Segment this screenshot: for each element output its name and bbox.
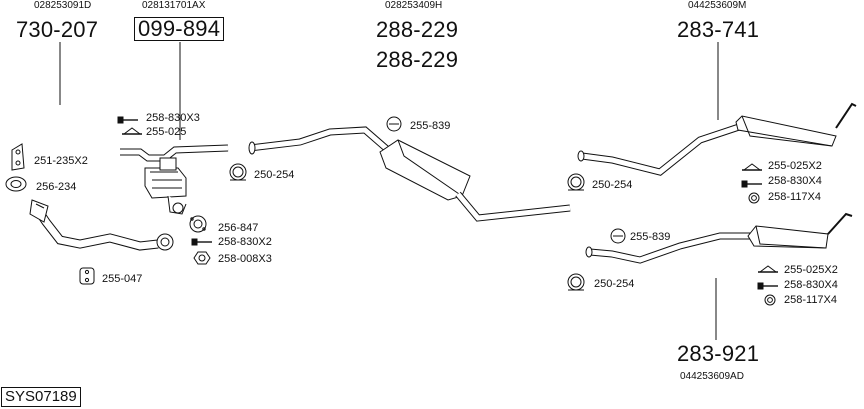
bolt-258-830x4-b-icon bbox=[757, 282, 778, 290]
bolt-258-830x3-icon bbox=[117, 116, 138, 124]
front-pipe-ref: 028253091D bbox=[34, 0, 92, 11]
part-258-830x3: 258-830X3 bbox=[146, 112, 200, 124]
rear-silencer-upper-ref: 044253609M bbox=[688, 0, 747, 11]
clamp-250-254-b-icon bbox=[567, 173, 585, 191]
catalyst-drawing bbox=[120, 144, 229, 215]
bolt-258-830x4-a-icon bbox=[741, 180, 762, 188]
nut-258-008x3-icon bbox=[193, 251, 211, 265]
part-258-830x4-b: 258-830X4 bbox=[784, 279, 838, 291]
rear-silencer-upper-drawing bbox=[577, 102, 857, 176]
middle-silencer-drawing bbox=[248, 126, 571, 222]
part-256-847: 256-847 bbox=[218, 222, 259, 234]
part-251-235x2: 251-235X2 bbox=[34, 155, 88, 167]
clamp-250-254-a-icon bbox=[229, 163, 247, 181]
rear-silencer-lower-number: 283-921 bbox=[677, 341, 760, 366]
hanger-255-025x2-a-icon bbox=[742, 163, 762, 171]
middle-silencer-number-1: 288-229 bbox=[376, 17, 459, 42]
bracket-251-235x2-icon bbox=[11, 143, 25, 171]
part-255-047: 255-047 bbox=[102, 273, 143, 285]
part-255-025x2-b: 255-025X2 bbox=[784, 264, 838, 276]
rubber-ring-255-839-b-icon bbox=[610, 228, 626, 244]
middle-silencer-number-2: 288-229 bbox=[376, 47, 459, 72]
front-pipe-number: 730-207 bbox=[16, 17, 99, 42]
bolt-258-830x2-icon bbox=[191, 238, 212, 246]
part-250-254-b: 250-254 bbox=[592, 179, 633, 191]
rear-silencer-upper-number: 283-741 bbox=[677, 17, 760, 42]
part-258-117x4-b: 258-117X4 bbox=[784, 294, 838, 306]
part-256-234: 256-234 bbox=[36, 181, 77, 193]
gasket-256-847-icon bbox=[189, 215, 207, 233]
rubber-mount-255-047-icon bbox=[79, 267, 95, 285]
catalyst-ref: 028131701AX bbox=[142, 0, 206, 11]
part-258-117x4-a: 258-117X4 bbox=[768, 191, 822, 203]
hanger-255-025-icon bbox=[122, 127, 142, 135]
part-255-839-b: 255-839 bbox=[630, 231, 671, 243]
washer-258-117x4-b-icon bbox=[764, 294, 776, 306]
washer-258-117x4-a-icon bbox=[748, 192, 760, 204]
catalyst-number: 099-894 bbox=[134, 17, 225, 41]
part-258-830x4-a: 258-830X4 bbox=[768, 175, 822, 187]
part-258-008x3: 258-008X3 bbox=[218, 253, 272, 265]
part-250-254-c: 250-254 bbox=[594, 278, 635, 290]
rubber-ring-255-839-a-icon bbox=[386, 116, 402, 132]
front-pipe-drawing bbox=[29, 199, 174, 251]
hanger-255-025x2-b-icon bbox=[758, 265, 778, 273]
part-255-839-a: 255-839 bbox=[410, 120, 451, 132]
system-code: SYS07189 bbox=[1, 387, 81, 407]
part-258-830x2: 258-830X2 bbox=[218, 236, 272, 248]
gasket-256-234-icon bbox=[5, 176, 27, 192]
part-255-025x2-a: 255-025X2 bbox=[768, 160, 822, 172]
clamp-250-254-c-icon bbox=[567, 273, 585, 291]
rear-silencer-lower-drawing bbox=[585, 212, 853, 264]
rear-silencer-lower-ref: 044253609AD bbox=[680, 371, 744, 382]
middle-silencer-ref: 028253409H bbox=[385, 0, 443, 11]
part-255-025: 255-025 bbox=[146, 126, 187, 138]
part-250-254-a: 250-254 bbox=[254, 169, 295, 181]
